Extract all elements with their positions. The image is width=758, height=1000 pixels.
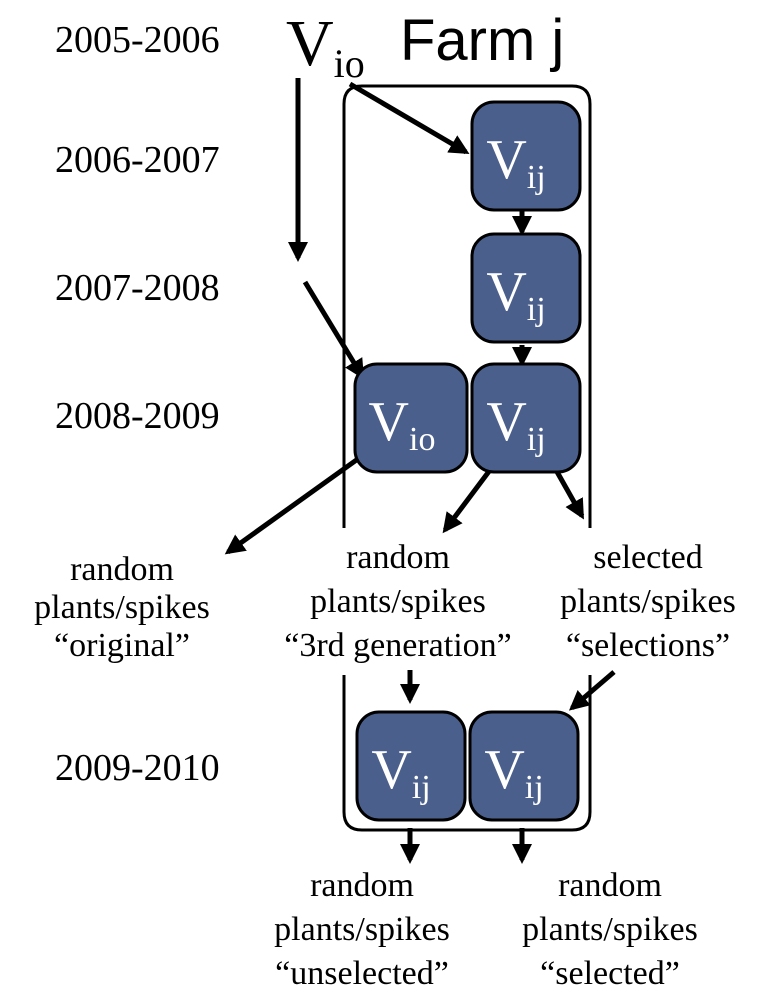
svg-text:Vij: Vij [486,261,545,328]
year-label-2008: 2008-2009 [55,395,220,437]
svg-text:“selected”: “selected” [540,955,680,992]
year-label-2009: 2009-2010 [55,747,220,789]
node-vij-2009-selected: Vij [468,710,580,822]
arrow-vio-to-original [224,453,364,555]
label-original: random plants/spikes “original” [34,551,210,664]
year-label-2007: 2007-2008 [55,267,220,309]
svg-text:plants/spikes: plants/spikes [274,911,450,948]
node-vio-2008: Vio [353,362,469,474]
label-selections: selected plants/spikes “selections” [560,539,736,664]
node-vij-2009-unselected: Vij [355,710,467,822]
svg-text:Vij: Vij [486,391,545,458]
svg-text:Vio: Vio [369,391,436,458]
svg-text:plants/spikes: plants/spikes [34,589,210,626]
svg-text:random: random [310,867,414,904]
svg-text:plants/spikes: plants/spikes [560,583,736,620]
label-selected: random plants/spikes “selected” [522,867,698,992]
node-vij-2008: Vij [470,362,582,474]
svg-text:selected: selected [593,539,703,576]
svg-text:“selections”: “selections” [566,627,730,664]
svg-text:“3rd generation”: “3rd generation” [284,627,512,664]
svg-text:“unselected”: “unselected” [275,955,449,992]
svg-text:Vij: Vij [486,129,545,196]
arrow-vio-to-vij-2006 [348,81,470,155]
label-third-generation: random plants/spikes “3rd generation” [284,539,512,664]
svg-text:Vij: Vij [371,739,430,806]
svg-text:random: random [558,867,662,904]
year-label-2005: 2005-2006 [55,19,220,61]
arrow-vij-to-3rd-generation [442,468,492,534]
arrow-vio-to-vio-2008 [302,280,365,380]
node-vij-2007: Vij [470,232,582,344]
farm-title: Farm j [400,8,564,73]
source-variety-vio: Vio [286,7,365,86]
svg-text:random: random [346,539,450,576]
svg-text:plants/spikes: plants/spikes [522,911,698,948]
svg-text:plants/spikes: plants/spikes [310,583,486,620]
arrow-vij-to-selections [553,468,585,520]
label-unselected: random plants/spikes “unselected” [274,867,450,992]
farm-frame-upper [342,84,592,528]
arrow-selections-to-vij [568,670,616,711]
farm-frame-lower [342,675,592,832]
svg-text:Vij: Vij [484,739,543,806]
year-label-2006: 2006-2007 [55,139,220,181]
svg-text:random: random [70,551,174,588]
node-vij-2006: Vij [470,100,582,212]
svg-text:“original”: “original” [54,627,190,664]
